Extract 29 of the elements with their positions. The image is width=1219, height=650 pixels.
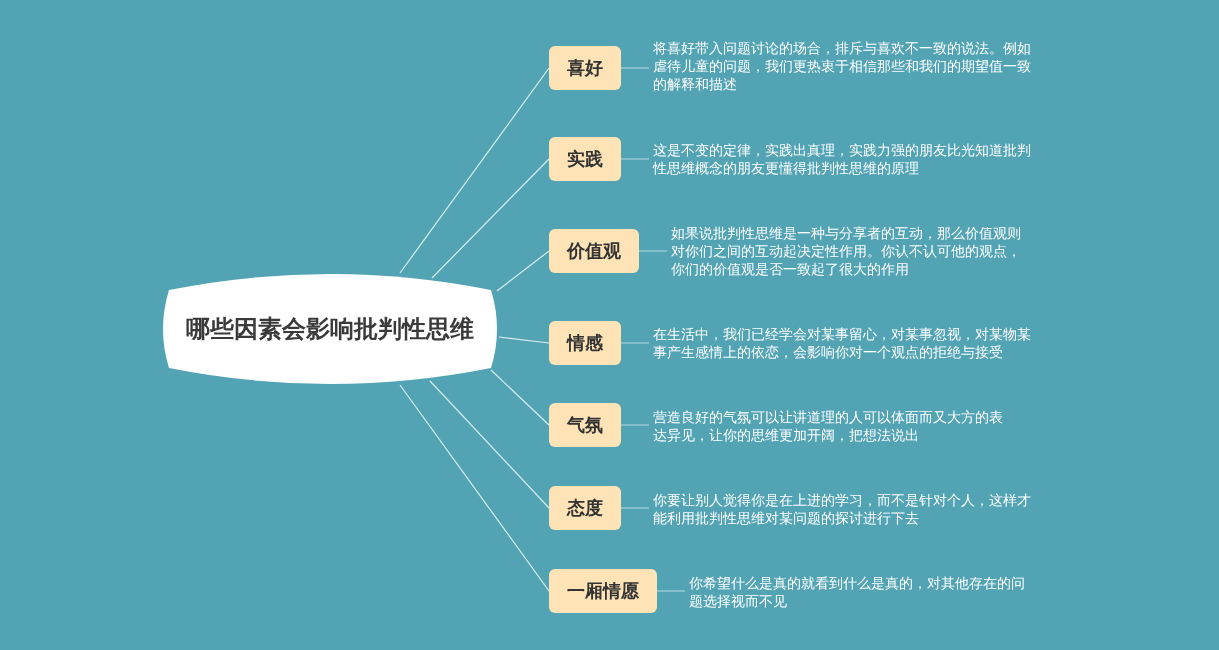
topic-box: 情感 [549,321,621,365]
topic-box: 态度 [549,486,621,530]
connector-line [399,384,550,592]
connector-line [429,380,550,509]
description-text: 你要让别人觉得你是在上进的学习，而不是针对个人，这样才能利用批判性思维对某问题的探讨进行下去 [653,491,1038,527]
description-text: 如果说批判性思维是一种与分享者的互动，那么价值观则对你们之间的互动起决定性作用。你认不认可他的观点，你们的价值观是否一致起了很大的作用 [671,224,1031,278]
topic-box: 喜好 [549,46,621,90]
description-text: 将喜好带入问题讨论的场合，排斥与喜欢不一致的说法。例如虐待儿童的问题，我们更热衷于相信那些和我们的期望值一致的解释和描述 [653,39,1033,93]
connector-line [490,369,550,426]
connector-line [620,342,650,344]
connector-line [498,336,550,344]
central-topic-text: 哪些因素会影响批判性思维 [185,314,475,345]
connector-line [620,67,650,69]
description-text: 你希望什么是真的就看到什么是真的，对其他存在的问题选择视而不见 [689,574,1034,610]
connector-line [431,158,550,279]
description-text: 在生活中，我们已经学会对某事留心，对某事忽视，对某物某事产生感情上的依恋，会影响你对一个观点的拒绝与接受 [653,325,1033,361]
description-text: 营造良好的气氛可以让讲道理的人可以体面而又大方的表达异见，让你的思维更加开阔，把想法说出 [653,408,1013,444]
connector-line [620,158,650,160]
connector-line [496,250,550,292]
connector-line [638,250,668,252]
topic-box: 气氛 [549,403,621,447]
description-text: 这是不变的定律，实践出真理，实践力强的朋友比光知道批判性思维概念的朋友更懂得批判性思维的原理 [653,141,1033,177]
topic-box: 一厢情愿 [549,569,657,613]
topic-box: 实践 [549,137,621,181]
connector-line [620,424,650,426]
topic-box: 价值观 [549,229,639,273]
connector-line [399,67,550,274]
connector-line [656,590,686,592]
connector-line [620,507,650,509]
